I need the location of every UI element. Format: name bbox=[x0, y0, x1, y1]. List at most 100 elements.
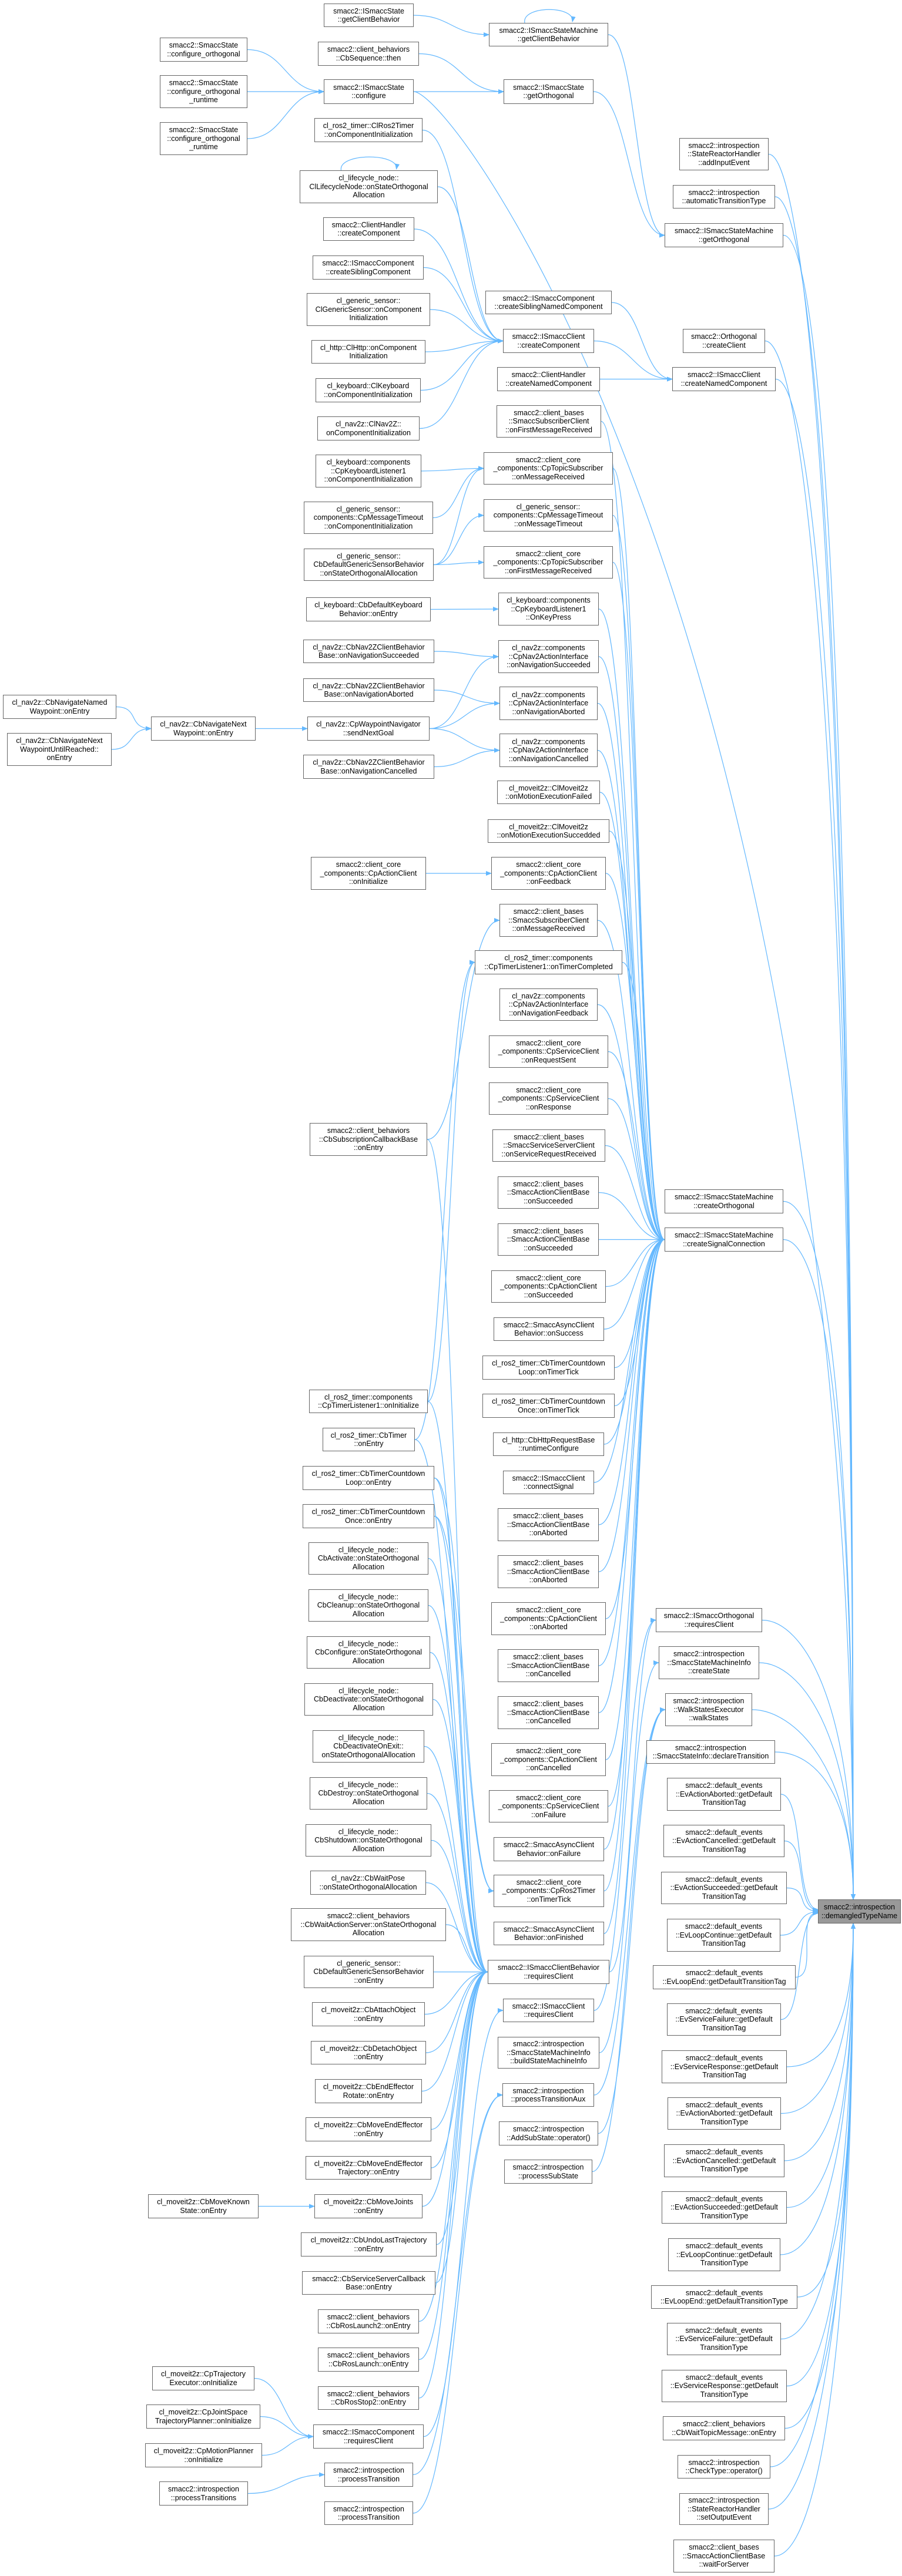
graph-node[interactable]: cl_lifecycle_node:: ClLifecycleNode::onS… bbox=[300, 170, 438, 203]
graph-node[interactable]: smacc2::SmaccState ::configure_orthogona… bbox=[160, 75, 247, 108]
graph-node[interactable]: smacc2::ISmaccComponent ::createSiblingN… bbox=[485, 291, 612, 314]
graph-node[interactable]: cl_moveit2z::CbAttachObject ::onEntry bbox=[312, 2002, 425, 2026]
graph-node[interactable]: cl_lifecycle_node:: CbDestroy::onStateOr… bbox=[310, 1777, 427, 1810]
graph-node[interactable]: cl_ros2_timer::components ::CpTimerListe… bbox=[309, 1390, 428, 1413]
graph-node[interactable]: smacc2::client_behaviors ::CbRosLaunch2:… bbox=[318, 2309, 419, 2333]
graph-node[interactable]: smacc2::default_events ::EvServiceRespon… bbox=[662, 2050, 787, 2083]
graph-node[interactable]: smacc2::introspection ::SmaccStateMachin… bbox=[659, 1646, 759, 1679]
graph-node[interactable]: smacc2::default_events ::EvLoopContinue:… bbox=[668, 2238, 780, 2271]
graph-node[interactable]: smacc2::client_behaviors ::CbRosLaunch::… bbox=[318, 2348, 419, 2372]
graph-node[interactable]: smacc2::introspection ::processTransitio… bbox=[324, 2463, 413, 2487]
graph-node[interactable]: cl_moveit2z::CbMoveKnown State::onEntry bbox=[148, 2194, 259, 2218]
graph-node[interactable]: smacc2::Orthogonal ::createClient bbox=[683, 329, 765, 353]
graph-node[interactable]: smacc2::default_events ::EvServiceRespon… bbox=[662, 2370, 787, 2402]
graph-node[interactable]: smacc2::client_core _components::CpActio… bbox=[491, 1743, 606, 1776]
graph-node[interactable]: cl_ros2_timer::CbTimer ::onEntry bbox=[323, 1428, 415, 1451]
graph-node[interactable]: smacc2::introspection ::processTransitio… bbox=[324, 2501, 413, 2525]
graph-node[interactable]: smacc2::introspection ::WalkStatesExecut… bbox=[665, 1693, 752, 1726]
graph-node[interactable]: cl_generic_sensor:: components::CpMessag… bbox=[484, 499, 613, 532]
graph-node[interactable]: cl_nav2z::CpWaypointNavigator ::sendNext… bbox=[307, 717, 430, 741]
graph-node[interactable]: smacc2::SmaccAsyncClient Behavior::onFin… bbox=[494, 1922, 604, 1945]
graph-node[interactable]: cl_nav2z::components ::CpNav2ActionInter… bbox=[499, 988, 598, 1021]
graph-node[interactable]: cl_lifecycle_node:: CbShutdown::onStateO… bbox=[306, 1824, 431, 1857]
graph-node[interactable]: cl_nav2z::CbNav2ZClientBehavior Base::on… bbox=[303, 678, 434, 702]
graph-node[interactable]: smacc2::ISmaccClient ::requiresClient bbox=[503, 1999, 594, 2022]
graph-node[interactable]: smacc2::default_events ::EvActionAborted… bbox=[668, 2097, 781, 2130]
graph-node[interactable]: cl_generic_sensor:: components::CpMessag… bbox=[304, 502, 433, 534]
graph-node[interactable]: smacc2::ISmaccState ::getClientBehavior bbox=[324, 4, 414, 27]
graph-node[interactable]: smacc2::client_behaviors ::CbWaitActionS… bbox=[291, 1908, 446, 1941]
graph-node[interactable]: smacc2::introspection ::AddSubState::ope… bbox=[499, 2121, 598, 2145]
graph-node[interactable]: cl_lifecycle_node:: CbConfigure::onState… bbox=[307, 1636, 430, 1669]
graph-node[interactable]: smacc2::introspection ::SmaccStateMachin… bbox=[498, 2037, 599, 2069]
graph-node[interactable]: smacc2::client_core _components::CpTopic… bbox=[484, 546, 613, 579]
graph-node[interactable]: smacc2::SmaccState ::configure_orthogona… bbox=[160, 122, 247, 155]
graph-node[interactable]: smacc2::introspection ::SmaccStateInfo::… bbox=[646, 1740, 775, 1764]
graph-node[interactable]: cl_generic_sensor:: CbDefaultGenericSens… bbox=[304, 1956, 434, 1988]
graph-node[interactable]: smacc2::ISmaccClient ::createComponent bbox=[503, 329, 594, 353]
graph-node[interactable]: smacc2::default_events ::EvServiceFailur… bbox=[667, 2323, 781, 2355]
graph-node[interactable]: smacc2::ISmaccStateMachine ::getOrthogon… bbox=[665, 223, 783, 247]
graph-node[interactable]: smacc2::default_events ::EvLoopEnd::getD… bbox=[653, 1965, 796, 1989]
graph-node[interactable]: smacc2::client_core _components::CpActio… bbox=[491, 857, 606, 890]
graph-node[interactable]: smacc2::client_core _components::CpServi… bbox=[489, 1035, 608, 1068]
graph-node[interactable]: cl_moveit2z::CpMotionPlanner ::onInitial… bbox=[145, 2443, 262, 2467]
graph-node[interactable]: smacc2::client_bases ::SmaccSubscriberCl… bbox=[499, 904, 598, 937]
graph-node[interactable]: cl_moveit2z::CbMoveJoints ::onEntry bbox=[314, 2194, 423, 2218]
graph-node[interactable]: smacc2::ISmaccClientBehavior ::requiresC… bbox=[488, 1960, 609, 1984]
graph-node[interactable]: cl_lifecycle_node:: CbDeactivateOnExit::… bbox=[313, 1730, 424, 1763]
graph-node[interactable]: smacc2::client_bases ::SmaccServiceServe… bbox=[492, 1129, 605, 1162]
graph-node[interactable]: cl_generic_sensor:: ClGenericSensor::onC… bbox=[307, 293, 430, 326]
graph-node[interactable]: smacc2::client_bases ::SmaccActionClient… bbox=[498, 1176, 599, 1209]
graph-node[interactable]: smacc2::client_core _components::CpServi… bbox=[489, 1082, 608, 1115]
graph-node[interactable]: smacc2::ClientHandler ::createNamedCompo… bbox=[497, 367, 600, 391]
graph-node[interactable]: cl_nav2z::components ::CpNav2ActionInter… bbox=[499, 687, 598, 720]
graph-node[interactable]: cl_moveit2z::CbMoveEndEffector ::onEntry bbox=[306, 2117, 431, 2141]
graph-node[interactable]: smacc2::introspection ::automaticTransit… bbox=[673, 185, 775, 208]
graph-node[interactable]: smacc2::ISmaccStateMachine ::getClientBe… bbox=[489, 23, 608, 46]
graph-node[interactable]: smacc2::SmaccAsyncClient Behavior::onFai… bbox=[494, 1837, 604, 1861]
graph-node[interactable]: cl_moveit2z::CbEndEffector Rotate::onEnt… bbox=[315, 2079, 422, 2103]
graph-node[interactable]: smacc2::default_events ::EvActionSucceed… bbox=[661, 1872, 787, 1904]
graph-node[interactable]: cl_nav2z::components ::CpNav2ActionInter… bbox=[498, 640, 599, 673]
graph-node[interactable]: smacc2::SmaccAsyncClient Behavior::onSuc… bbox=[494, 1317, 604, 1341]
graph-node[interactable]: smacc2::default_events ::EvLoopContinue:… bbox=[667, 1919, 780, 1952]
graph-node[interactable]: smacc2::ClientHandler ::createComponent bbox=[323, 217, 414, 241]
graph-node[interactable]: cl_moveit2z::ClMoveit2z ::onMotionExecut… bbox=[497, 781, 600, 804]
graph-node[interactable]: cl_nav2z::CbNavigateNext WaypointUntilRe… bbox=[7, 733, 112, 766]
graph-node[interactable]: smacc2::client_behaviors ::CbWaitTopicMe… bbox=[663, 2416, 785, 2440]
graph-node[interactable]: smacc2::default_events ::EvActionAborted… bbox=[667, 1778, 781, 1811]
graph-node[interactable]: smacc2::client_core _components::CpTopic… bbox=[484, 452, 613, 485]
graph-node[interactable]: smacc2::client_core _components::CpActio… bbox=[311, 857, 426, 890]
graph-node[interactable]: smacc2::client_bases ::SmaccActionClient… bbox=[498, 1555, 599, 1588]
graph-node[interactable]: smacc2::ISmaccClient ::createNamedCompon… bbox=[672, 367, 776, 391]
graph-node[interactable]: cl_nav2z::CbNav2ZClientBehavior Base::on… bbox=[303, 755, 434, 779]
graph-node[interactable]: cl_keyboard::components ::CpKeyboardList… bbox=[498, 593, 599, 625]
graph-node[interactable]: smacc2::client_bases ::SmaccActionClient… bbox=[673, 2540, 774, 2572]
graph-node[interactable]: smacc2::client_bases ::SmaccSubscriberCl… bbox=[497, 405, 601, 438]
graph-node[interactable]: smacc2::client_core _components::CpActio… bbox=[491, 1270, 606, 1303]
graph-node[interactable]: smacc2::ISmaccClient ::connectSignal bbox=[503, 1471, 594, 1494]
graph-node[interactable]: smacc2::ISmaccState ::configure bbox=[324, 79, 414, 104]
graph-node[interactable]: smacc2::introspection ::processTransitio… bbox=[159, 2481, 248, 2506]
graph-node[interactable]: cl_moveit2z::CpTrajectory Executor::onIn… bbox=[152, 2366, 254, 2390]
graph-node[interactable]: smacc2::client_behaviors ::CbSequence::t… bbox=[318, 42, 419, 66]
graph-node[interactable]: smacc2::default_events ::EvActionSucceed… bbox=[662, 2191, 787, 2224]
graph-node[interactable]: smacc2::client_behaviors ::CbSubscriptio… bbox=[310, 1123, 427, 1156]
graph-node[interactable]: smacc2::ISmaccComponent ::createSiblingC… bbox=[313, 255, 424, 280]
graph-node[interactable]: smacc2::ISmaccStateMachine ::createOrtho… bbox=[665, 1189, 783, 1213]
graph-node[interactable]: cl_http::CbHttpRequestBase ::runtimeConf… bbox=[493, 1432, 604, 1456]
graph-node[interactable]: cl_nav2z::CbNavigateNamed Waypoint::onEn… bbox=[3, 695, 116, 719]
graph-node[interactable]: cl_moveit2z::CbDetachObject ::onEntry bbox=[311, 2041, 426, 2064]
graph-node[interactable]: cl_ros2_timer::components ::CpTimerListe… bbox=[475, 950, 622, 974]
graph-node[interactable]: smacc2::client_bases ::SmaccActionClient… bbox=[498, 1508, 599, 1541]
graph-node[interactable]: cl_ros2_timer::CbTimerCountdown Once::on… bbox=[482, 1394, 615, 1418]
graph-node[interactable]: smacc2::introspection ::processSubState bbox=[504, 2160, 592, 2184]
graph-node[interactable]: smacc2::client_behaviors ::CbRosStop2::o… bbox=[318, 2386, 419, 2410]
graph-node[interactable]: cl_lifecycle_node:: CbCleanup::onStateOr… bbox=[309, 1589, 428, 1622]
graph-node[interactable]: cl_moveit2z::CbMoveEndEffector Trajector… bbox=[306, 2156, 431, 2180]
graph-node[interactable]: smacc2::introspection ::CheckType::opera… bbox=[678, 2455, 770, 2479]
graph-node[interactable]: smacc2::default_events ::EvServiceFailur… bbox=[667, 2003, 781, 2036]
graph-node[interactable]: smacc2::client_bases ::SmaccActionClient… bbox=[498, 1649, 599, 1682]
graph-node[interactable]: smacc2::client_core _components::CpRos2T… bbox=[494, 1875, 604, 1907]
